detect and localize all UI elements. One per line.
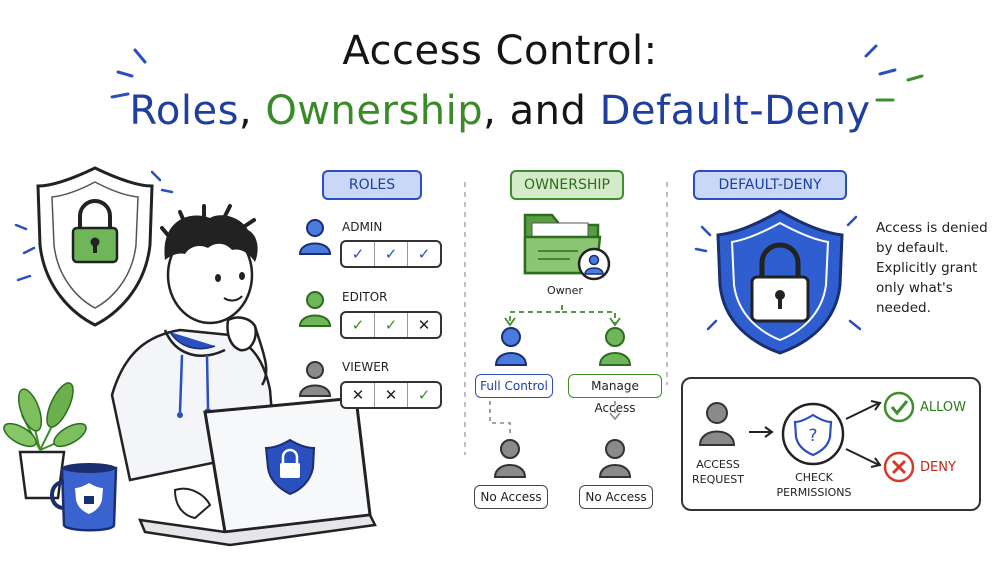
role-label-viewer: VIEWER <box>342 360 390 374</box>
perm-cell: ✓ <box>342 313 375 337</box>
svg-text:?: ? <box>808 426 817 446</box>
deny-label: DENY <box>920 460 956 475</box>
title-line-1: Access Control: <box>342 28 658 74</box>
user-gray-icon <box>298 361 332 397</box>
access-request-line1: ACCESS <box>696 458 740 471</box>
owner-label: Owner <box>547 284 583 297</box>
allow-check-icon <box>883 391 915 423</box>
perm-cell: ✓ <box>417 245 431 263</box>
title-comma-1: , <box>238 88 266 134</box>
title-line-2: Roles, Ownership, and Default-Deny <box>0 88 1000 134</box>
perm-cell: ✓ <box>375 242 408 266</box>
user-blue-icon <box>494 327 528 366</box>
ownership-diagram <box>489 213 632 478</box>
laptop-icon <box>138 396 377 547</box>
title-default-deny: Default-Deny <box>599 88 871 134</box>
no-access-box-1: No Access <box>474 485 548 509</box>
user-green-icon <box>598 327 632 366</box>
manage-access-box: Manage Access <box>568 374 662 415</box>
access-request-label: ACCESS REQUEST <box>688 457 748 487</box>
shield-green-lock-icon <box>36 166 154 327</box>
default-deny-header: DEFAULT-DENY <box>693 170 847 200</box>
owner-badge-icon <box>577 247 611 281</box>
full-control-box: Full Control <box>475 374 553 398</box>
perm-cell: ✓ <box>342 242 375 266</box>
allow-label: ALLOW <box>920 400 967 415</box>
title-roles: Roles <box>129 88 239 134</box>
check-permissions-label: CHECK PERMISSIONS <box>770 470 858 500</box>
user-green-icon <box>298 291 332 327</box>
check-permissions-icon: ? <box>781 402 845 466</box>
check-line2: PERMISSIONS <box>776 486 852 499</box>
editor-permissions: ✓ ✓ ✕ <box>340 311 442 339</box>
role-label-editor: EDITOR <box>342 290 388 304</box>
access-flow-box <box>681 377 981 511</box>
perm-cell: ✕ <box>342 383 375 407</box>
user-blue-icon <box>298 219 332 255</box>
role-label-admin: ADMIN <box>342 220 383 234</box>
title-comma-2: , and <box>483 88 600 134</box>
perm-cell: ✕ <box>417 316 431 334</box>
perm-cell: ✓ <box>375 313 408 337</box>
check-line1: CHECK <box>795 471 833 484</box>
mug-icon <box>50 463 118 532</box>
person-illustration <box>3 166 377 547</box>
roles-header: ROLES <box>322 170 422 200</box>
user-gray-icon <box>493 439 527 478</box>
default-deny-description: Access is denied by default. Explicitly … <box>876 220 988 316</box>
perm-cell: ✕ <box>375 383 408 407</box>
access-request-line2: REQUEST <box>692 473 744 486</box>
admin-permissions: ✓ ✓ ✓ <box>340 240 442 268</box>
access-flow-diagram: ? <box>698 391 915 483</box>
perm-cell: ✓ <box>417 386 431 404</box>
deny-x-icon <box>883 451 915 483</box>
title-ownership: Ownership <box>265 88 484 134</box>
viewer-permissions: ✕ ✕ ✓ <box>340 381 442 409</box>
no-access-box-2: No Access <box>579 485 653 509</box>
role-avatars <box>298 219 332 397</box>
ownership-header: OWNERSHIP <box>510 170 624 200</box>
user-gray-icon <box>698 402 736 446</box>
user-gray-icon <box>598 439 632 478</box>
blue-shield-lock-icon <box>694 209 862 355</box>
